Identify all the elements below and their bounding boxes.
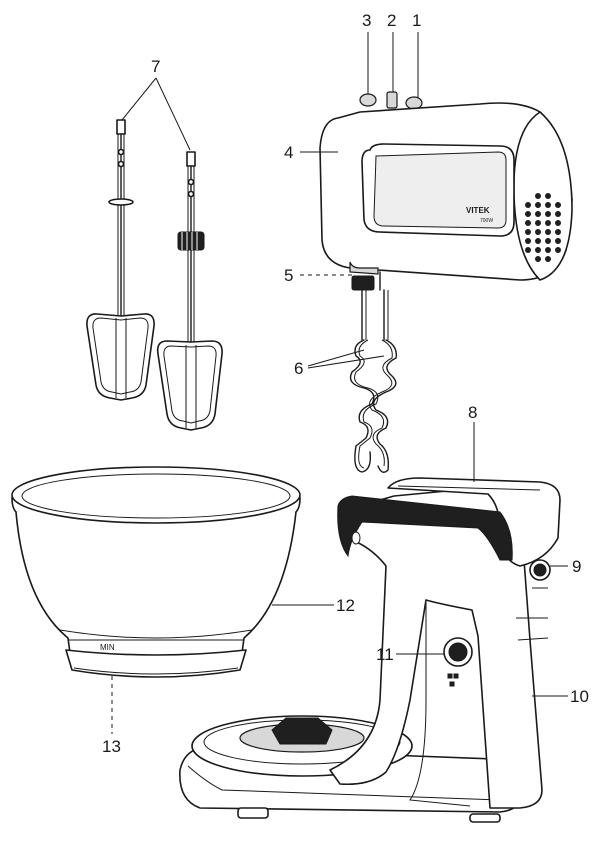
callout-5: 5 (284, 266, 293, 285)
beater-right (156, 151, 223, 431)
vent-hole (555, 211, 561, 217)
callout-2: 2 (387, 11, 396, 30)
vent-hole (525, 211, 531, 217)
vent-hole (535, 238, 541, 244)
vent-hole (535, 229, 541, 235)
beater-left (86, 119, 155, 401)
leader-lines (111, 32, 568, 734)
power-label: 700W (480, 218, 493, 224)
beater-socket (351, 275, 375, 291)
vent-hole (545, 220, 551, 226)
vent-hole (525, 247, 531, 253)
eject-button (405, 96, 423, 110)
vent-hole (535, 211, 541, 217)
callout-4: 4 (284, 143, 293, 162)
vent-hole (545, 256, 551, 262)
vent-hole (555, 229, 561, 235)
vent-hole (555, 247, 561, 253)
vent-hole (555, 238, 561, 244)
vent-hole (525, 220, 531, 226)
vent-hole (525, 229, 531, 235)
mixer-stand (179, 477, 561, 823)
vent-hole (545, 202, 551, 208)
callout-13: 13 (102, 737, 121, 756)
vent-hole (535, 247, 541, 253)
vent-hole (525, 238, 531, 244)
callout-3: 3 (362, 11, 371, 30)
callout-11: 11 (376, 645, 394, 664)
tilt-release-knob (533, 563, 547, 577)
mixing-bowl: MIN (11, 466, 301, 678)
vent-hole (535, 220, 541, 226)
callout-numbers: 1 2 3 4 5 6 7 8 9 10 11 12 13 (102, 11, 589, 756)
vent-hole (545, 238, 551, 244)
vent-holes (525, 193, 561, 262)
vent-hole (555, 202, 561, 208)
vent-hole (535, 202, 541, 208)
callout-6: 6 (294, 359, 303, 378)
callout-7: 7 (151, 57, 160, 76)
stand-speed-knob (448, 642, 468, 662)
callout-12: 12 (336, 596, 355, 615)
vent-hole (545, 247, 551, 253)
speed-switch (386, 91, 398, 109)
vent-hole (555, 220, 561, 226)
turntable-hub (271, 717, 333, 745)
hand-mixer: VITEK 700W (319, 91, 573, 291)
vent-hole (545, 193, 551, 199)
callout-10: 10 (570, 687, 589, 706)
vent-hole (535, 193, 541, 199)
dough-hooks (349, 289, 397, 473)
min-mark: MIN (100, 643, 115, 652)
callout-9: 9 (572, 557, 581, 576)
vent-hole (545, 229, 551, 235)
vent-hole (535, 256, 541, 262)
vent-hole (525, 202, 531, 208)
callout-8: 8 (468, 403, 477, 422)
vent-hole (545, 211, 551, 217)
callout-1: 1 (412, 11, 421, 30)
turbo-button (359, 93, 377, 107)
brand-label: VITEK (466, 206, 490, 215)
